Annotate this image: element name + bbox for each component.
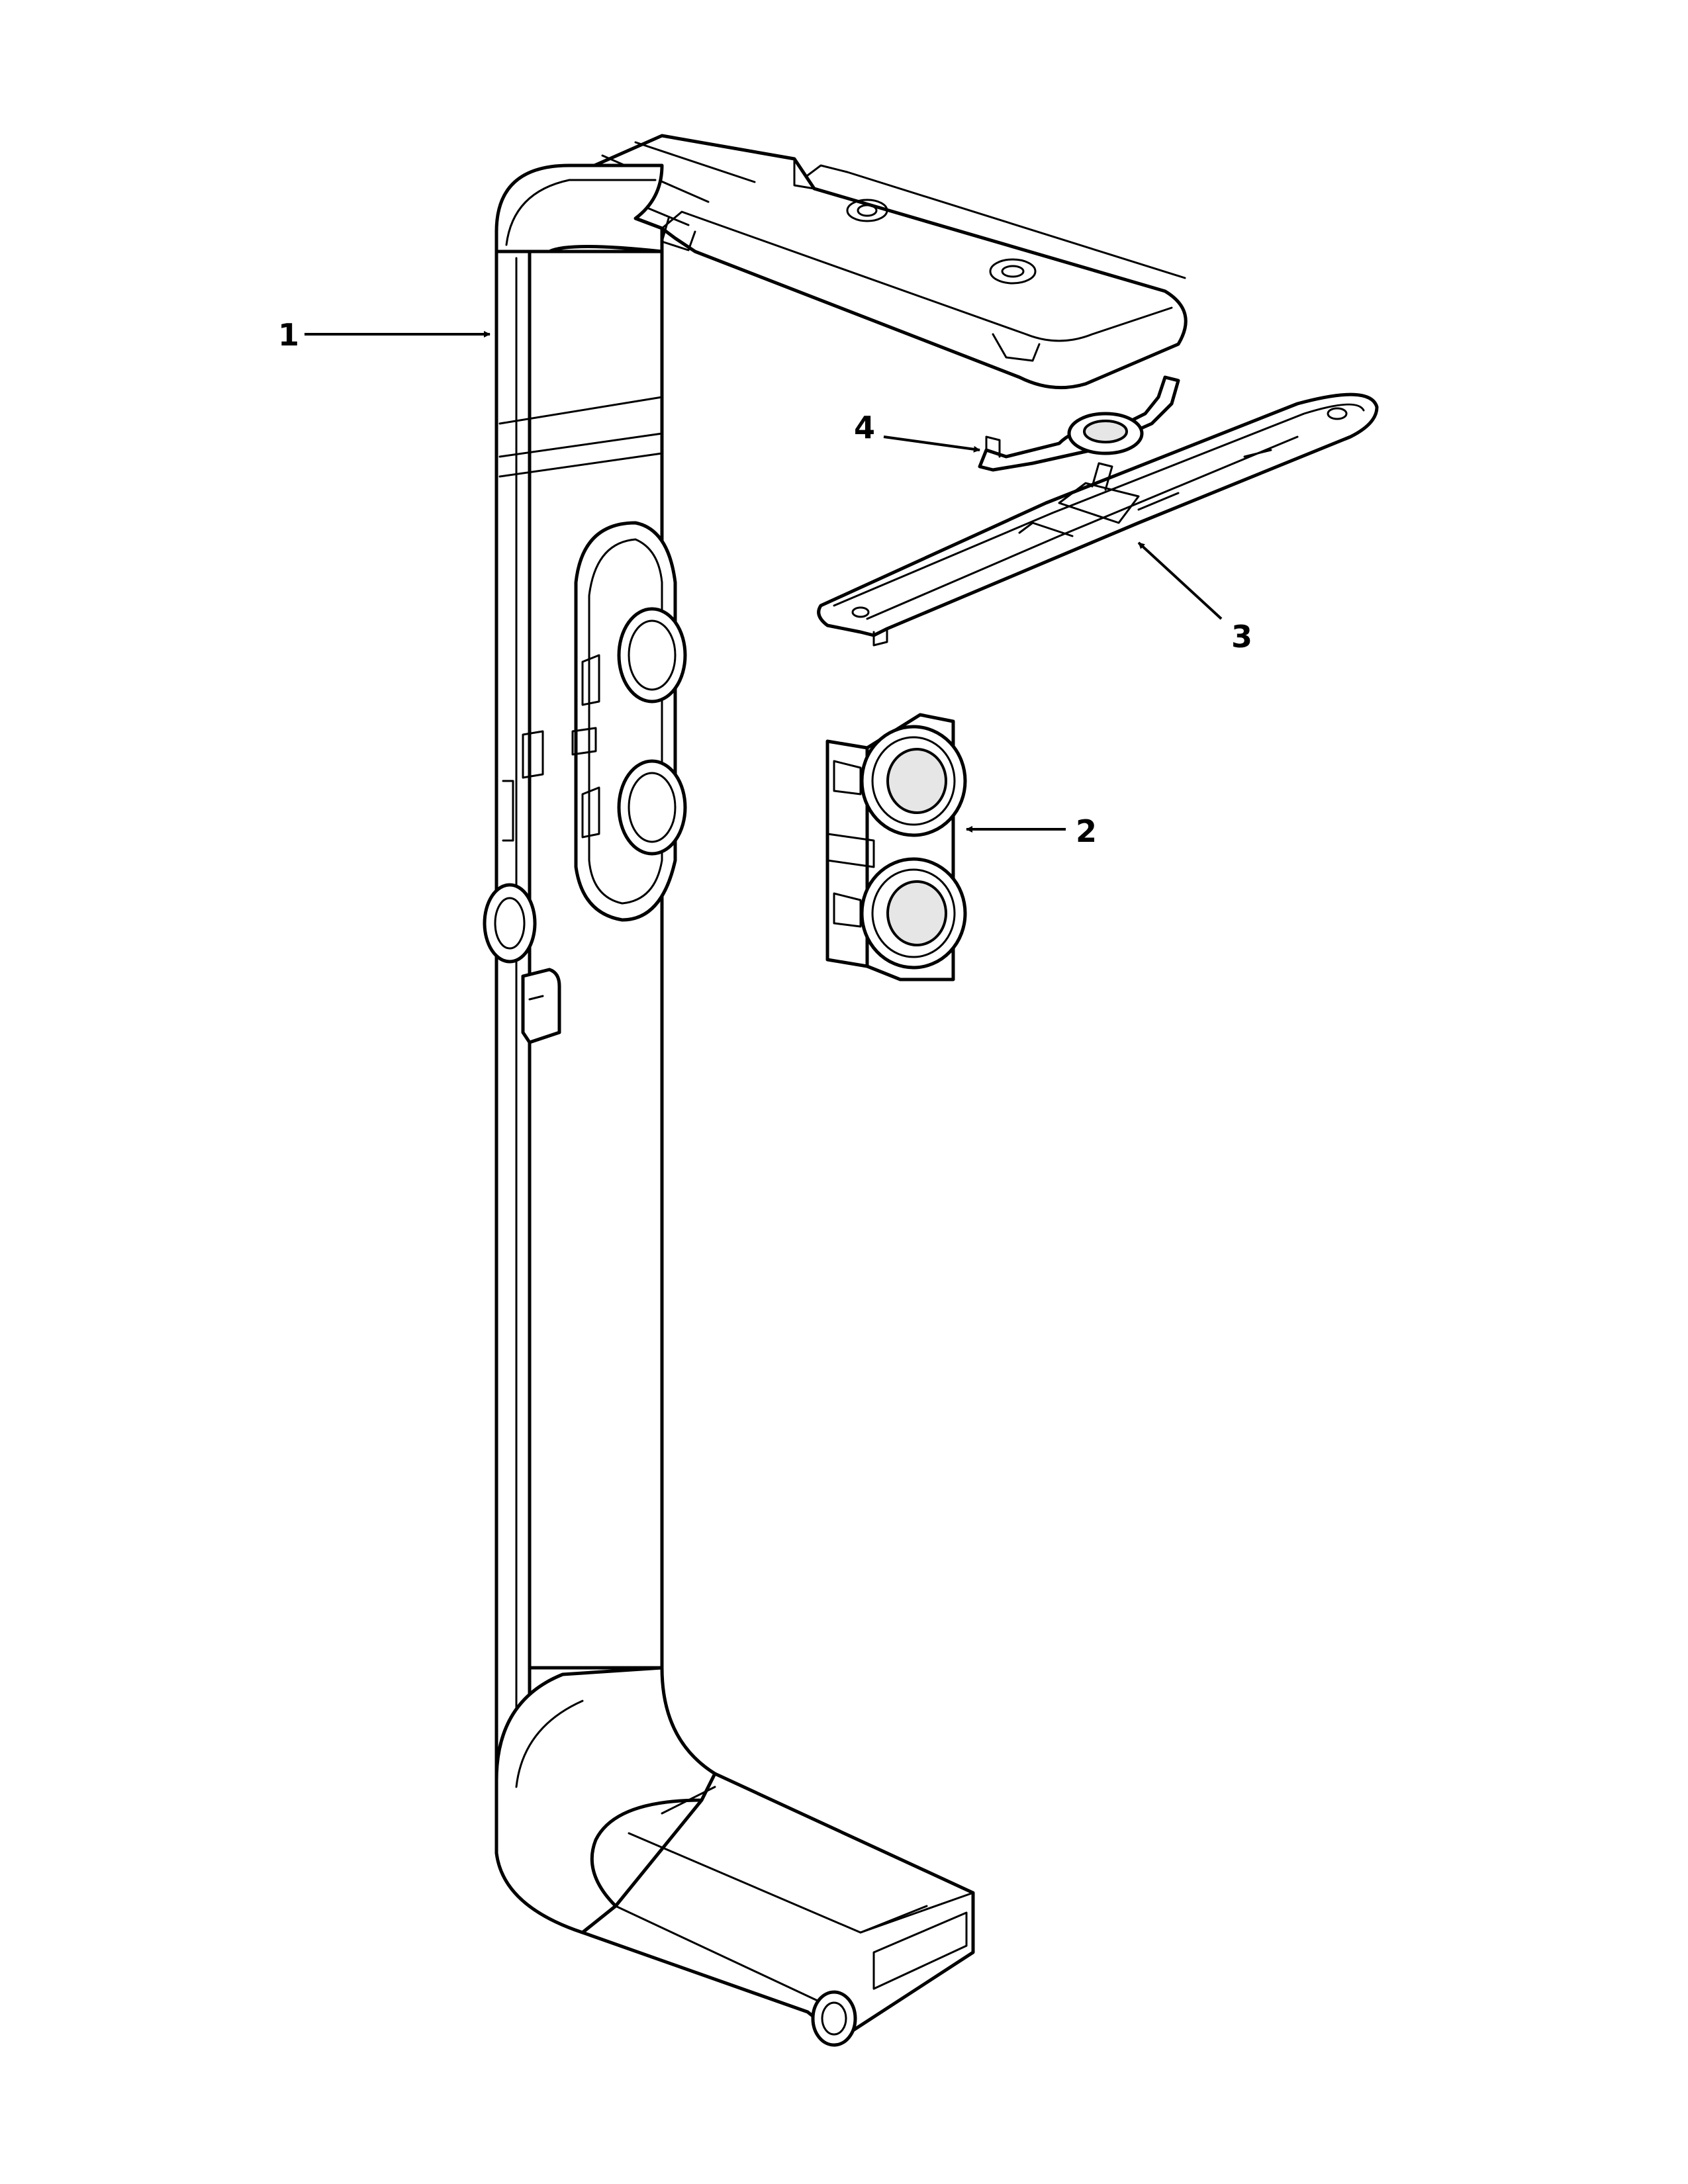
callout-3-leader bbox=[1137, 541, 1223, 620]
callout-4-label: 4 bbox=[854, 410, 875, 445]
part-1-supply-tube bbox=[483, 134, 1188, 2047]
callout-3-label: 3 bbox=[1231, 619, 1252, 655]
part-3-spray-arm bbox=[817, 392, 1379, 647]
callout-4-leader bbox=[883, 435, 980, 453]
part-2-port-adapter bbox=[825, 713, 967, 981]
part-4-bearing-clip bbox=[978, 375, 1180, 472]
callout-4: 4 bbox=[854, 410, 980, 453]
callout-2: 2 bbox=[966, 813, 1097, 849]
callout-3: 3 bbox=[1137, 541, 1252, 655]
callout-1: 1 bbox=[278, 317, 491, 353]
callout-2-label: 2 bbox=[1076, 813, 1097, 849]
callout-1-label: 1 bbox=[278, 317, 299, 353]
